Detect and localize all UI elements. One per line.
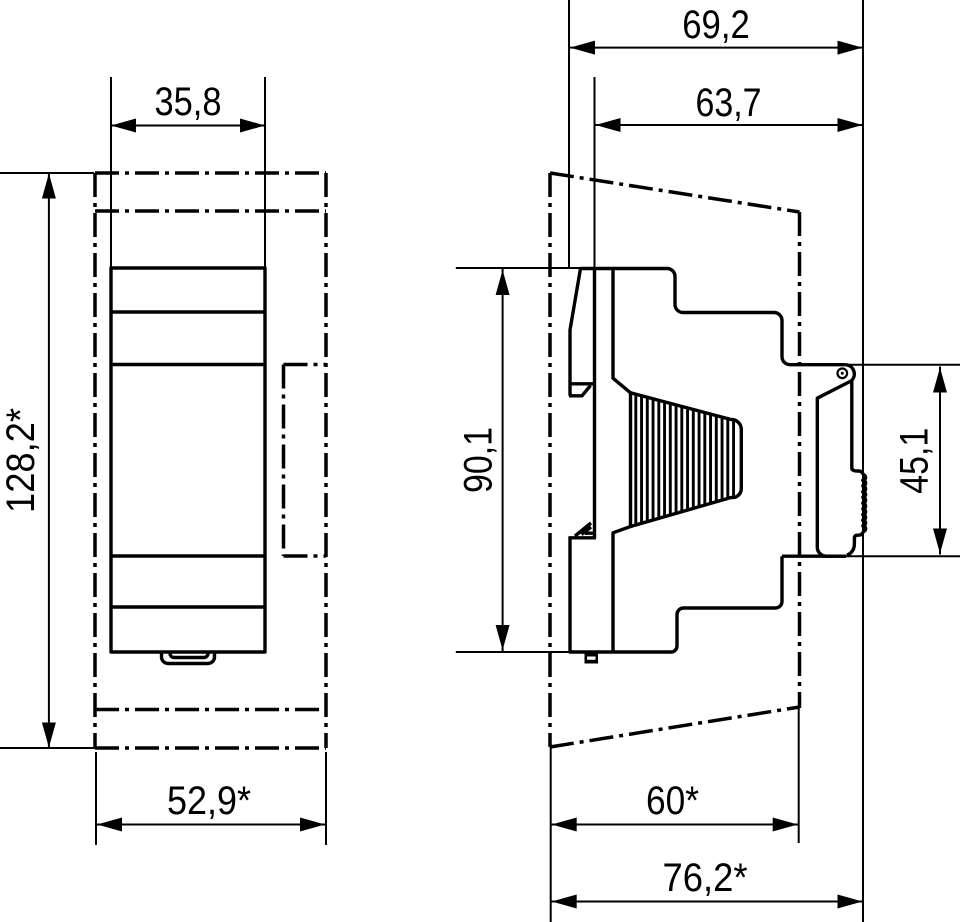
svg-text:60*: 60* (646, 779, 699, 823)
svg-text:63,7: 63,7 (696, 81, 762, 125)
svg-text:76,2*: 76,2* (663, 856, 748, 900)
svg-text:45,1: 45,1 (893, 428, 937, 494)
svg-text:35,8: 35,8 (155, 80, 222, 124)
svg-text:128,2*: 128,2* (0, 408, 43, 513)
svg-text:90,1: 90,1 (457, 427, 501, 493)
svg-text:69,2: 69,2 (682, 3, 750, 47)
svg-text:52,9*: 52,9* (167, 779, 251, 823)
